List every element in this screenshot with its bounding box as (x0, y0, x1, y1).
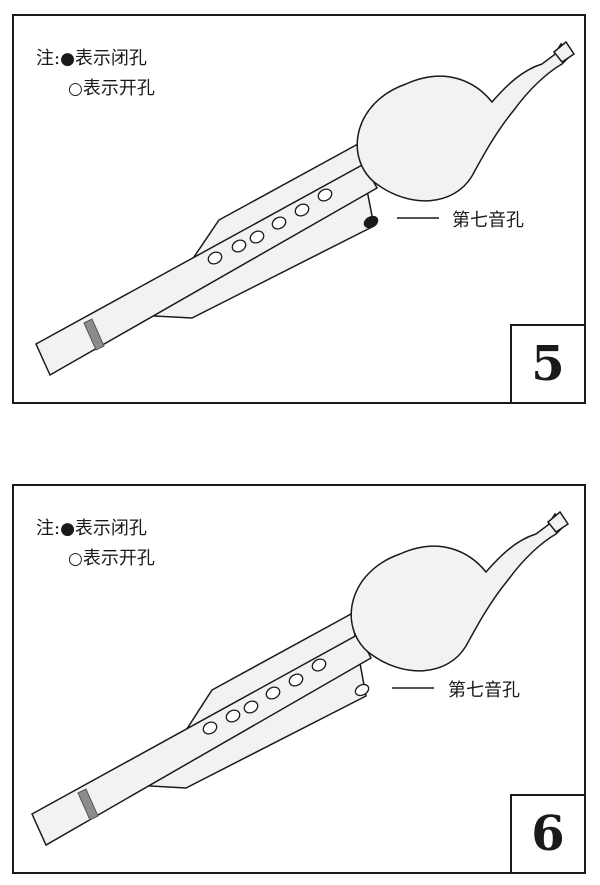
seventh-hole-label: 第七音孔 (448, 680, 520, 701)
legend-open-row: ○表示开孔 (36, 544, 155, 574)
main-pipe (35, 162, 379, 377)
legend-closed-row: 注:●表示闭孔 (36, 44, 155, 74)
hulusi-instrument (31, 510, 570, 847)
mouthpiece (552, 40, 576, 64)
legend-note-label: 注: (36, 518, 61, 539)
hulusi-instrument (35, 40, 576, 377)
gourd-body (350, 512, 565, 672)
finger-hole-1 (202, 721, 218, 735)
pipe-band (83, 318, 105, 351)
finger-hole-6 (317, 188, 333, 202)
finger-hole-2 (225, 709, 241, 723)
finger-hole-5 (294, 203, 310, 217)
legend-open-text: 表示开孔 (82, 78, 155, 99)
front-holes (207, 188, 333, 265)
legend-open-row: ○表示开孔 (36, 74, 155, 104)
finger-hole-3 (243, 700, 259, 714)
legend-note-label: 注: (36, 48, 61, 69)
finger-hole-5 (288, 673, 304, 687)
hulusi-diagram (35, 40, 576, 377)
main-pipe (31, 632, 372, 847)
legend-closed-row: 注:●表示闭孔 (36, 514, 155, 544)
finger-hole-6 (311, 658, 327, 672)
finger-hole-3 (249, 230, 265, 244)
pipe-band (77, 788, 99, 821)
fingering-panel-6: 注:●表示闭孔 ○表示开孔 第七音孔 6 (12, 484, 586, 874)
fingering-panel-5: 注:●表示闭孔 ○表示开孔 第七音孔 5 (12, 14, 586, 404)
finger-hole-2 (231, 239, 247, 253)
legend: 注:●表示闭孔 ○表示开孔 (36, 514, 155, 574)
open-hole-icon: ○ (68, 549, 83, 569)
open-hole-icon: ○ (68, 79, 83, 99)
mouthpiece (546, 510, 570, 534)
seventh-hole (363, 215, 379, 229)
hulusi-diagram (31, 510, 570, 847)
finger-hole-4 (271, 216, 287, 230)
gourd-body (356, 42, 571, 202)
closed-hole-icon: ● (60, 519, 75, 539)
closed-hole-icon: ● (60, 49, 75, 69)
legend-closed-text: 表示闭孔 (74, 48, 147, 69)
finger-hole-1 (207, 251, 223, 265)
seventh-hole (354, 683, 370, 697)
panel-number: 5 (510, 324, 586, 404)
panel-number: 6 (510, 794, 586, 874)
legend-open-text: 表示开孔 (82, 548, 155, 569)
legend: 注:●表示闭孔 ○表示开孔 (36, 44, 155, 104)
legend-closed-text: 表示闭孔 (74, 518, 147, 539)
front-holes (202, 658, 327, 735)
seventh-hole-label: 第七音孔 (452, 210, 524, 231)
finger-hole-4 (265, 686, 281, 700)
